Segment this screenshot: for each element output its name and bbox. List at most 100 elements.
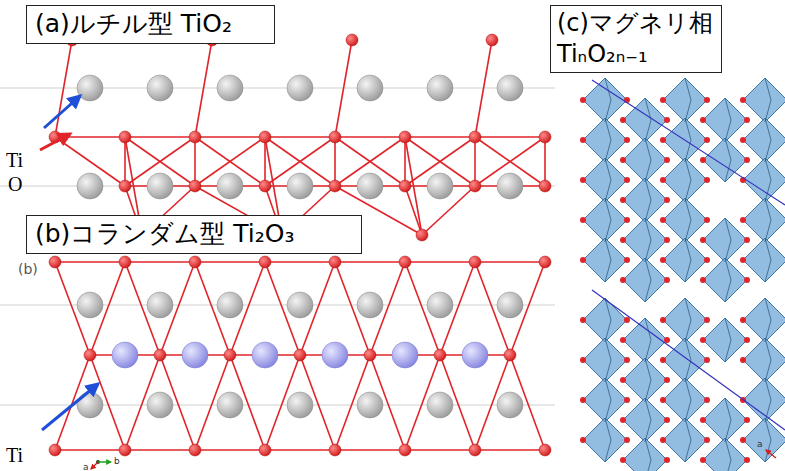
o-atom (740, 257, 746, 263)
axis-label: a (83, 463, 89, 471)
octahedron-edge (685, 378, 691, 422)
octahedron-edge (685, 78, 691, 122)
octahedron (663, 158, 707, 202)
bond-line (195, 449, 265, 451)
o-atom (700, 117, 706, 123)
panel-letter: (b) (18, 262, 38, 276)
o-atom (329, 256, 341, 268)
o-atom (504, 349, 516, 361)
octahedron-edge (605, 118, 611, 162)
o-atom (469, 180, 481, 192)
bond-line (335, 261, 405, 263)
octahedron-edge (645, 98, 651, 142)
o-atom (49, 444, 61, 456)
o-atom (704, 437, 710, 443)
o-atom (539, 444, 551, 456)
bond-line (125, 449, 195, 451)
bond-line (334, 137, 336, 186)
o-atom (136, 229, 148, 241)
o-atom (399, 444, 411, 456)
o-atom (700, 337, 706, 343)
axis-arrow (91, 462, 98, 469)
o-atom (580, 177, 586, 183)
ti-atom (217, 292, 243, 318)
o-atom (224, 349, 236, 361)
octahedron-edge (685, 418, 691, 462)
o-atom (704, 137, 710, 143)
o-atom (740, 437, 746, 443)
magneli-structure (568, 0, 785, 471)
o-atom (744, 337, 750, 343)
ti-atom (147, 75, 173, 101)
octahedron (583, 338, 627, 382)
octahedron (743, 298, 785, 342)
o-atom (84, 349, 96, 361)
ti-atom (357, 392, 383, 418)
octahedron (743, 198, 785, 242)
octahedron (583, 118, 627, 162)
octahedron (583, 78, 627, 122)
o-atom (700, 157, 706, 163)
bond-line (475, 136, 545, 138)
ti-atom (497, 75, 523, 101)
o-atom (580, 437, 586, 443)
o-atom (660, 257, 666, 263)
octahedron-edge (685, 158, 691, 202)
o-atom (620, 337, 626, 343)
octahedron (583, 238, 627, 282)
octahedron (703, 218, 747, 262)
o-atom (329, 444, 341, 456)
o-atom (620, 157, 626, 163)
bond-line (405, 261, 475, 263)
octahedron-edge (605, 198, 611, 242)
octahedron-edge (765, 118, 771, 162)
o-atom (399, 131, 411, 143)
o-atom (580, 257, 586, 263)
o-atom (624, 177, 630, 183)
o-atom (700, 457, 706, 463)
octahedron-edge (765, 238, 771, 282)
ti-atom (147, 292, 173, 318)
octahedron-edge (605, 158, 611, 202)
ti-atom-highlight (112, 342, 138, 368)
octahedron-edge (725, 318, 731, 362)
octahedron (583, 418, 627, 462)
o-atom (660, 137, 666, 143)
bond-line (474, 137, 476, 186)
o-atom (744, 277, 750, 283)
panel-title: (c)マグネリ相 (557, 8, 715, 39)
o-atom (580, 217, 586, 223)
octahedron (623, 438, 667, 471)
bond-line (405, 136, 475, 138)
bond-line (55, 40, 72, 137)
o-atom (744, 117, 750, 123)
octahedron (623, 258, 667, 302)
bond-line (265, 136, 335, 138)
o-atom (620, 117, 626, 123)
o-atom (740, 317, 746, 323)
bond-line (195, 40, 212, 137)
o-atom (740, 137, 746, 143)
bond-line (544, 137, 546, 186)
octahedron (623, 178, 667, 222)
ti-atom (497, 392, 523, 418)
leader-arrows (40, 96, 98, 430)
octahedron-edge (645, 218, 651, 262)
o-atom (259, 256, 271, 268)
o-atom (399, 256, 411, 268)
octahedron-edge (645, 138, 651, 182)
o-atom (700, 237, 706, 243)
o-atom (119, 444, 131, 456)
octahedron-edge (765, 78, 771, 122)
ti-atom (287, 173, 313, 199)
octahedron-edge (645, 178, 651, 222)
octahedron-edge (645, 318, 651, 362)
o-atom (624, 357, 630, 363)
bond-line (405, 449, 475, 451)
o-atom (700, 277, 706, 283)
octahedron-edge (765, 298, 771, 342)
bond-line (405, 186, 422, 235)
octahedron-edge (645, 358, 651, 402)
